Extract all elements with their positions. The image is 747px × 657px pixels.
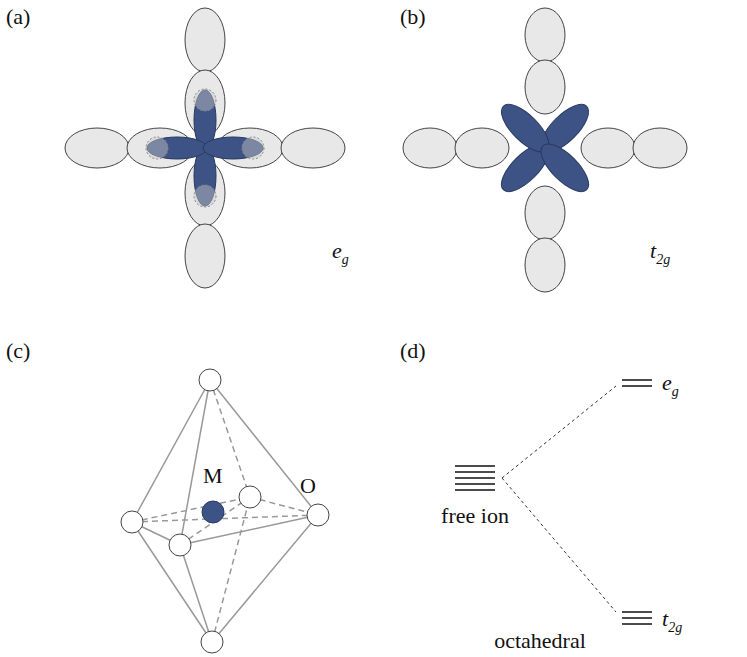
orbital-label: t2g bbox=[650, 240, 670, 262]
atom-label: M bbox=[203, 465, 223, 487]
overlap-region bbox=[146, 89, 264, 207]
level-label: t2g bbox=[662, 608, 682, 630]
metal-atom bbox=[202, 501, 224, 523]
dx2y2-orbital bbox=[147, 90, 263, 206]
panel-letter: (b) bbox=[400, 6, 426, 28]
orbital-label: eg bbox=[332, 240, 349, 262]
atom-label: O bbox=[300, 475, 316, 497]
panel-letter: (d) bbox=[400, 340, 426, 362]
level-label: free ion bbox=[441, 505, 509, 527]
panel-letter: (c) bbox=[6, 340, 30, 362]
dxy-orbital bbox=[494, 97, 596, 199]
panel-letter: (a) bbox=[6, 6, 30, 28]
splitting-lines bbox=[502, 386, 616, 612]
p-orbital-lobes-b bbox=[403, 8, 687, 292]
oxygen-atoms bbox=[121, 369, 329, 653]
p-orbital-lobes-a bbox=[65, 8, 345, 288]
level-label: eg bbox=[662, 372, 679, 394]
energy-levels bbox=[455, 380, 652, 624]
octahedron-edges bbox=[132, 380, 318, 642]
octahedron-hidden-edges bbox=[132, 380, 318, 642]
level-label: octahedral bbox=[494, 630, 586, 652]
